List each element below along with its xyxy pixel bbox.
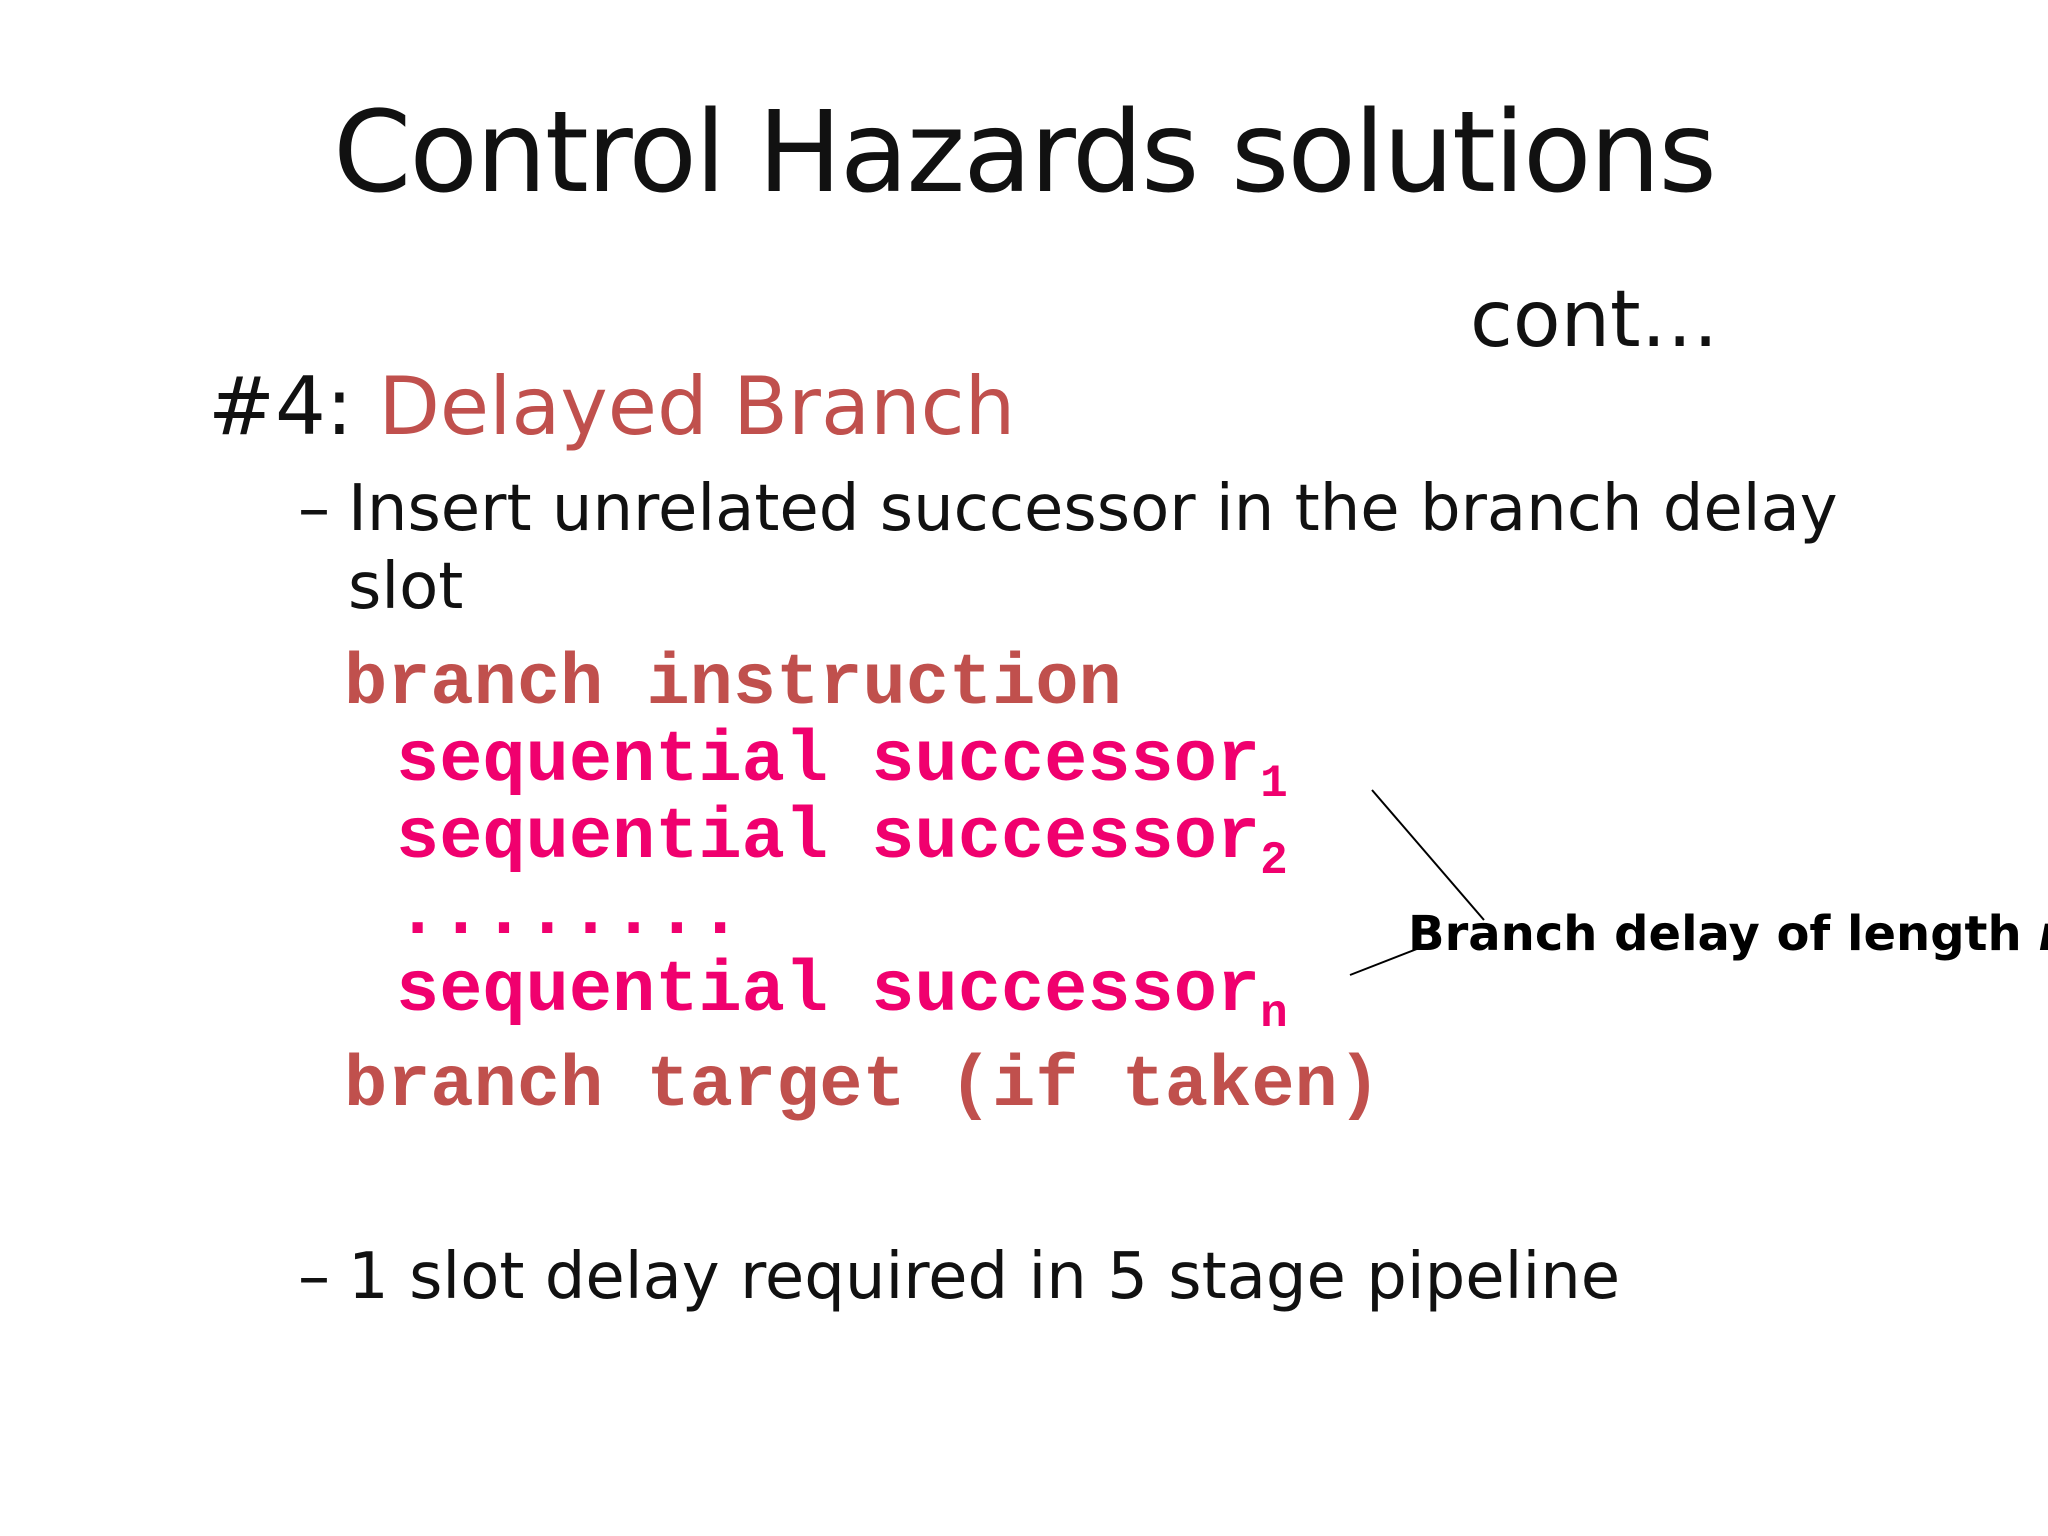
annotation-text: Branch delay of length — [1408, 906, 2039, 962]
bullet-dash: – — [298, 1240, 330, 1314]
code-subscript: 1 — [1260, 758, 1288, 810]
section-heading: #4: Delayed Branch — [208, 360, 1015, 453]
bullet-dash: – — [298, 472, 330, 546]
bullet-insert-successor: –Insert unrelated successor in the branc… — [298, 470, 1858, 626]
branch-delay-annotation: Branch delay of length n — [1408, 906, 2048, 962]
heading-prefix: #4: — [208, 360, 353, 453]
connector-line-bottom — [1349, 939, 1441, 976]
code-sequential-successor-2: sequential successor2 — [396, 802, 1288, 884]
code-sequential-successor-n: sequential successorn — [396, 955, 1288, 1037]
code-text: sequential successor — [396, 797, 1261, 879]
slide-title: Control Hazards solutions — [333, 88, 1717, 218]
code-text: sequential successor — [396, 950, 1261, 1032]
code-branch-instruction: branch instruction — [344, 643, 1122, 725]
heading-accent: Delayed Branch — [378, 360, 1016, 453]
connector-line-top — [1371, 789, 1485, 921]
code-text: sequential successor — [396, 720, 1261, 802]
code-subscript: n — [1260, 988, 1288, 1040]
bullet-text-line2: slot — [348, 550, 464, 624]
bullet-text: 1 slot delay required in 5 stage pipelin… — [348, 1240, 1621, 1314]
code-ellipsis-dots: ........ — [396, 873, 742, 955]
code-branch-target: branch target (if taken) — [344, 1045, 1381, 1127]
bullet-slot-delay: –1 slot delay required in 5 stage pipeli… — [298, 1238, 1798, 1316]
continued-label: cont… — [1470, 275, 1719, 365]
annotation-variable: n — [2038, 906, 2048, 962]
bullet-text-line1: Insert unrelated successor in the branch… — [348, 472, 1838, 546]
code-subscript: 2 — [1260, 835, 1288, 887]
code-sequential-successor-1: sequential successor1 — [396, 725, 1288, 807]
